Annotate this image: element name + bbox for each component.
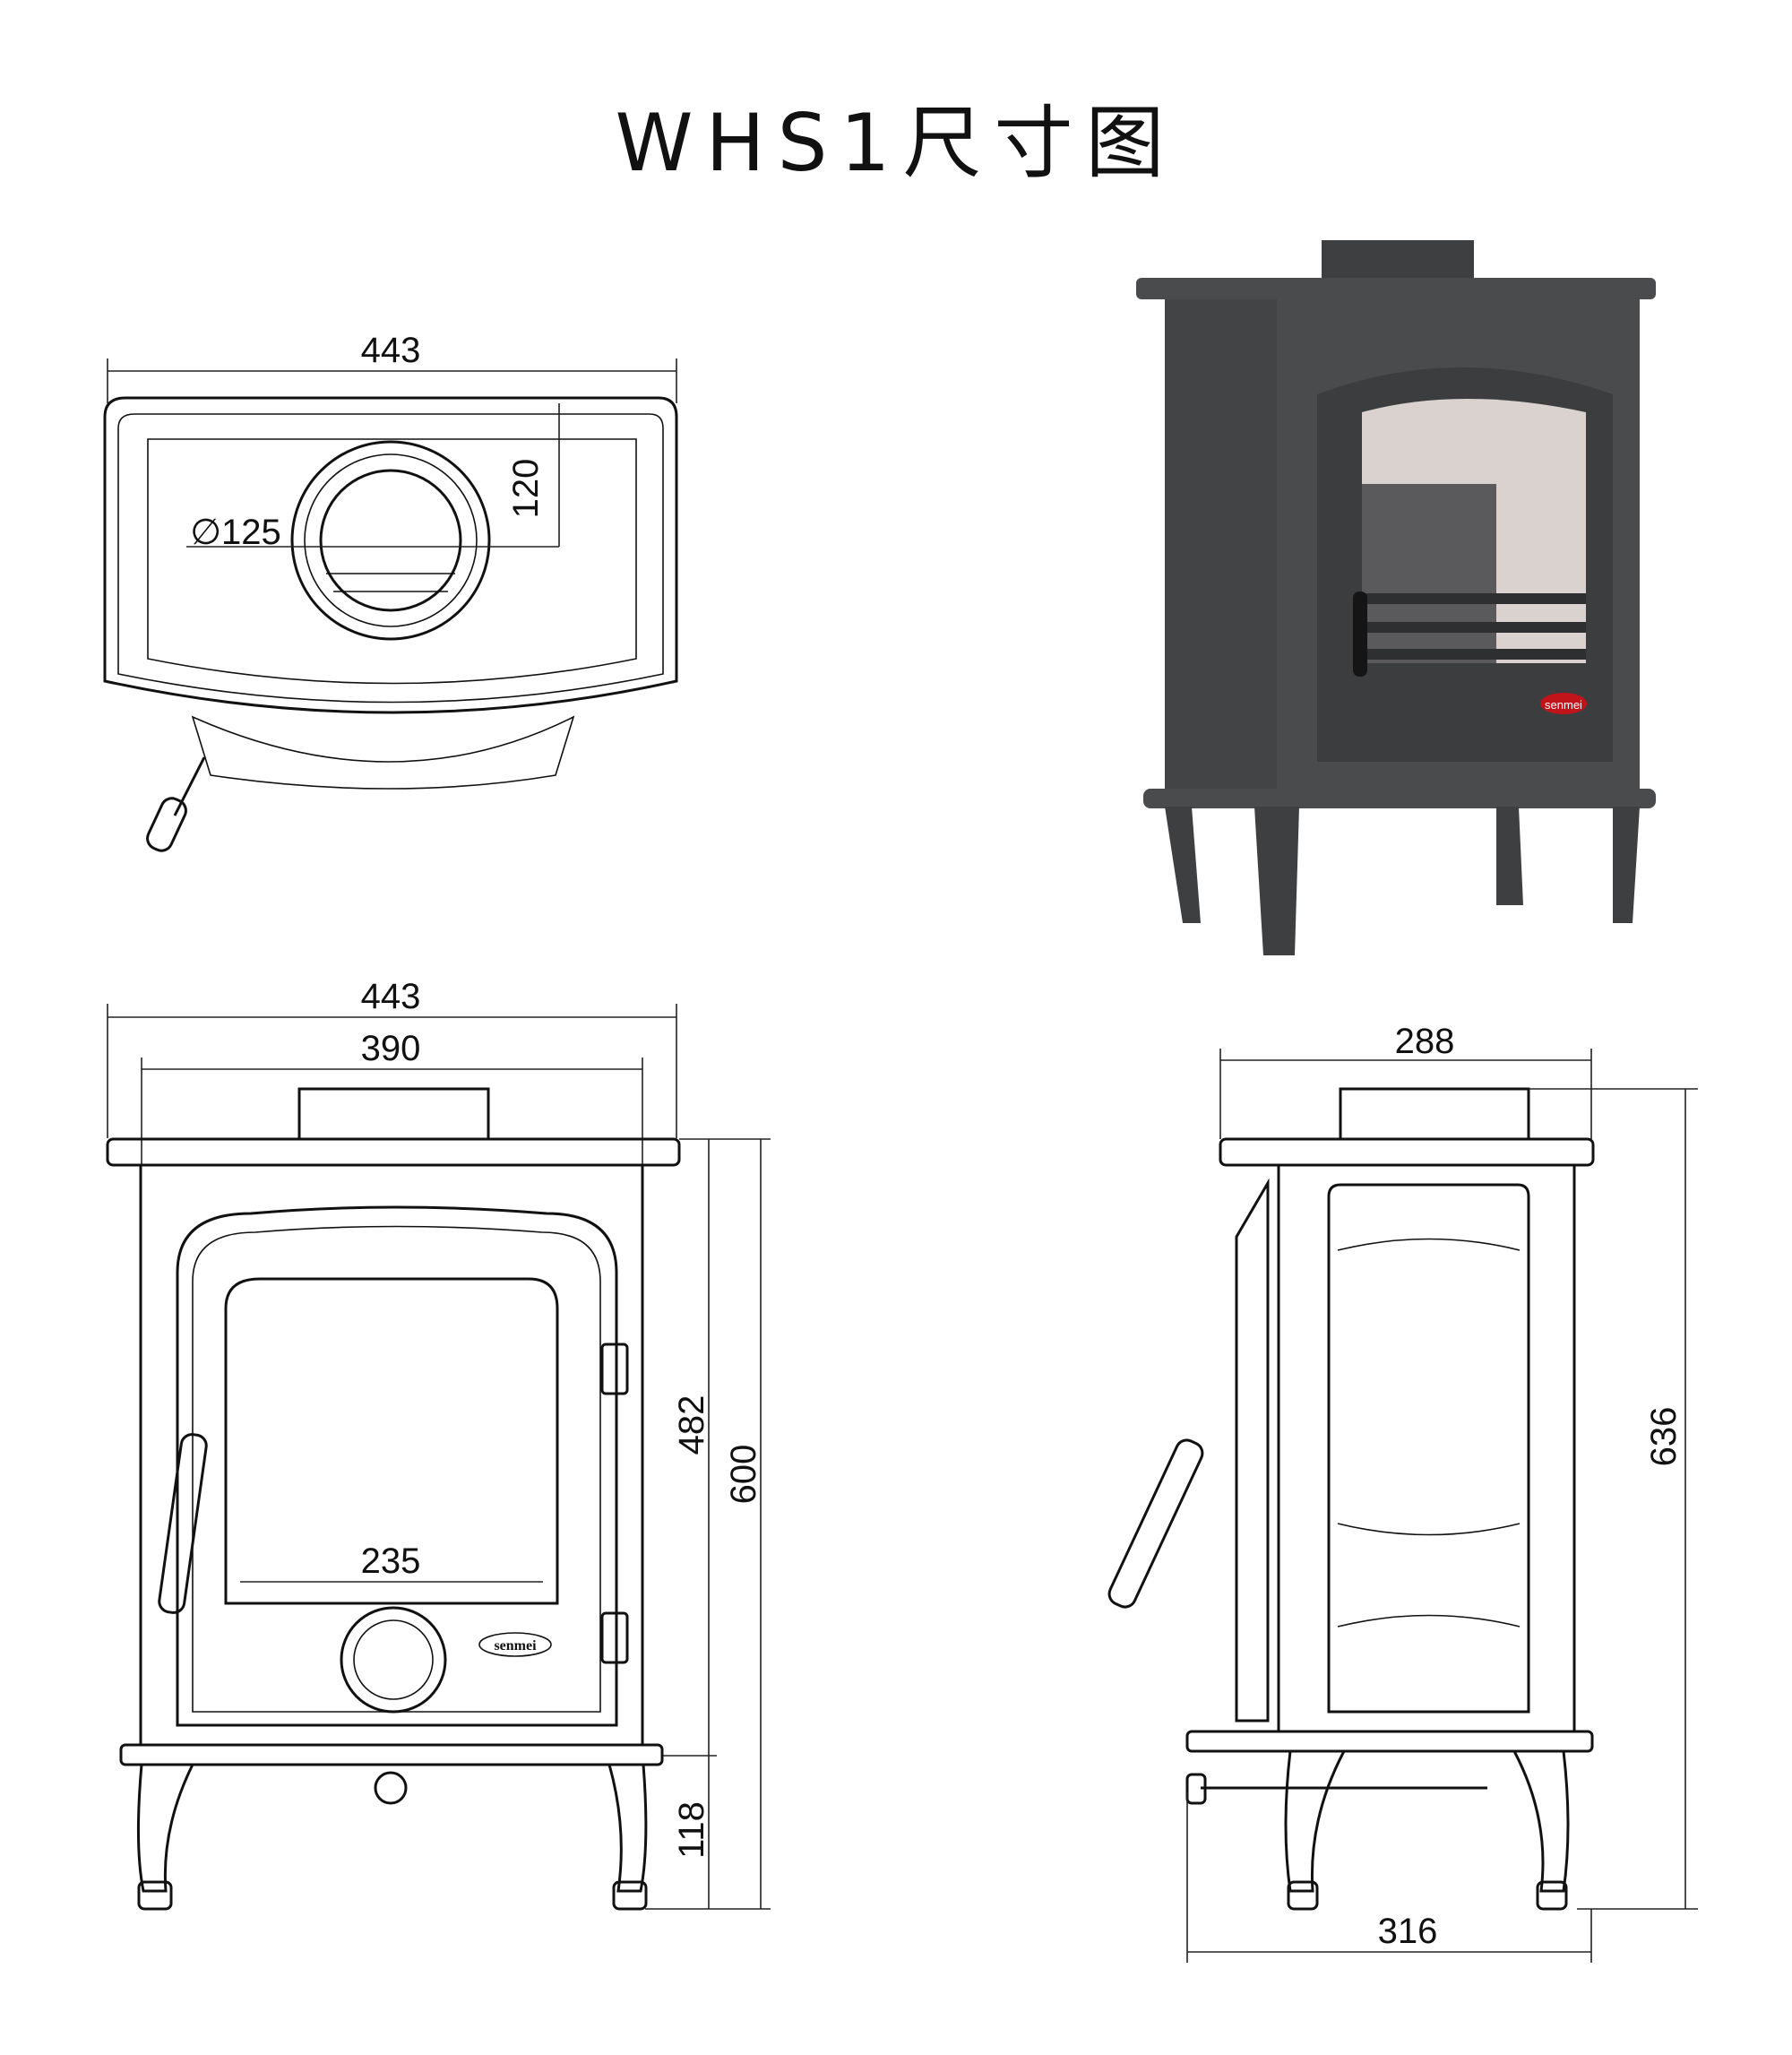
- render-handle: [1353, 591, 1367, 677]
- glass-width-label: 235: [361, 1541, 421, 1581]
- render-logo: senmei: [1545, 698, 1582, 712]
- front-body-width-label: 390: [361, 1029, 421, 1068]
- leg-height-label: 118: [672, 1801, 711, 1859]
- stove-render: senmei: [1136, 240, 1656, 955]
- page-title: WHS1尺寸图: [615, 97, 1176, 189]
- handle-top-view: [173, 756, 206, 816]
- air-control-knob: [340, 1606, 447, 1714]
- front-handle: [158, 1433, 208, 1614]
- top-width-label: 443: [361, 331, 421, 370]
- flue-offset-label: 120: [506, 459, 546, 519]
- flue-collar-top: [290, 440, 491, 641]
- front-overall-width-label: 443: [361, 977, 421, 1016]
- top-depth-label: 288: [1395, 1022, 1455, 1061]
- total-height-label: 600: [724, 1445, 763, 1505]
- side-view: 288 636 316: [1107, 1022, 1698, 1963]
- front-logo: senmei: [494, 1638, 537, 1653]
- body-height-label: 482: [672, 1395, 711, 1455]
- front-door: [176, 1205, 618, 1727]
- side-height-label: 636: [1644, 1407, 1684, 1467]
- side-handle: [1107, 1438, 1204, 1609]
- side-panel: [1327, 1183, 1530, 1714]
- front-glass: [224, 1277, 559, 1605]
- base-depth-label: 316: [1378, 1912, 1438, 1951]
- front-view: 443 390 235 senmei 482 600 118: [106, 977, 771, 1911]
- flue-diameter-label: ∅125: [190, 513, 281, 552]
- top-view: 443 120 ∅125: [103, 331, 678, 852]
